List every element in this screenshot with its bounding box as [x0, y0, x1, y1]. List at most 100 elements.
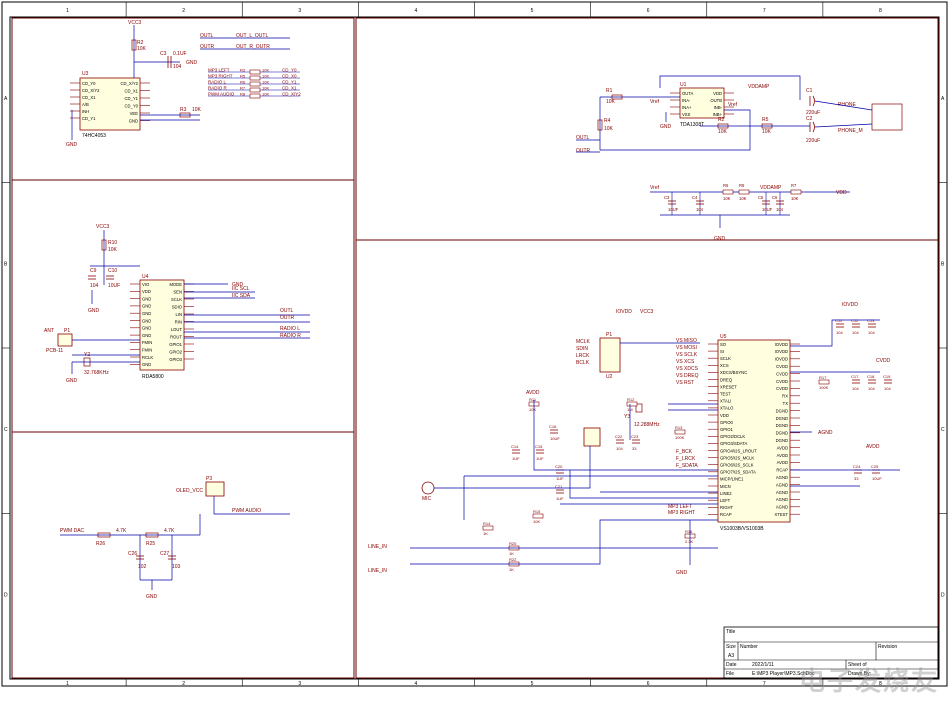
- column-marker: 7: [763, 681, 766, 687]
- codec-mp3-left: MP3 LEFT: [668, 504, 692, 510]
- codec-crystal-val: 12.288MHz: [634, 422, 660, 428]
- tb-date-label: Date: [726, 662, 737, 668]
- codec-cap-name: C25: [871, 464, 879, 469]
- amp-pin-label: VSS: [682, 112, 691, 117]
- amp-jack: [871, 103, 903, 131]
- amp-pin-label: OUTA: [682, 91, 694, 96]
- amp-r4-val: 10K: [604, 126, 614, 132]
- codec-u2: U2: [606, 374, 613, 380]
- radio-c2-val: 10UF: [108, 283, 120, 289]
- amp-r5-name: R5: [762, 117, 769, 123]
- mux-res-val: 10K: [262, 74, 269, 79]
- amp-gnd: GND: [660, 124, 672, 130]
- ic-pin-label: GND: [129, 118, 138, 123]
- ic-pin-label: GND: [142, 311, 151, 316]
- ic-pin-label: DGND: [776, 438, 788, 443]
- vref-part-val: 10K: [723, 196, 731, 201]
- ic-pin-label: DGND: [776, 431, 788, 436]
- codec-cap-name: C12: [851, 318, 859, 323]
- codec-cap-val: 104: [852, 330, 859, 335]
- codec-cap-val: 104: [884, 386, 891, 391]
- codec-avdd2: AVDD: [526, 390, 540, 396]
- ic-pin-label: VDD: [720, 413, 729, 418]
- codec-i2s-2: F_SDATA: [676, 463, 698, 469]
- amp-c2-val: 220uF: [806, 138, 820, 144]
- radio-iic-sda: IIC SDA: [232, 293, 251, 299]
- column-marker: 8: [879, 8, 882, 14]
- ic-pin-label: LIN: [175, 312, 182, 317]
- mux-res-left-net: PWM AUDIO: [208, 92, 235, 97]
- vref-gnd: GND: [714, 236, 726, 242]
- vref-resistor: [790, 189, 802, 195]
- codec-right-pins: IOVDDIOVDDIOVDDCVDDCVDDCVDDCVDDRXTXDGNDD…: [775, 342, 800, 517]
- ic-pin-label: GND: [142, 296, 151, 301]
- tb-size-value: A3: [728, 653, 734, 659]
- vref-part-val: 10UF: [668, 207, 679, 212]
- codec-sdin: SDIN: [576, 346, 588, 352]
- amp-outl: OUTL: [576, 135, 590, 141]
- ic-pin-label: GPIO7/I2S_SDATA: [720, 470, 756, 475]
- codec-gnd: GND: [676, 570, 688, 576]
- codec-resistor: [674, 429, 686, 435]
- codec-line-in-2: LINE_IN: [368, 568, 387, 574]
- ic-pin-label: CD_Y0: [125, 103, 139, 108]
- pwm-c2-val: 103: [172, 564, 181, 570]
- vs-xdcs: VS XDCS: [676, 366, 699, 372]
- tb-size-label: Size: [726, 644, 736, 650]
- codec-cap-name: C24: [853, 464, 861, 469]
- vref-resistor: [738, 189, 750, 195]
- pwm-conn-name: P3: [206, 476, 212, 482]
- ic-pin-label: CD_Y0: [82, 81, 96, 86]
- radio-outr: OUTR: [280, 315, 295, 321]
- amp-outr: OUTR: [576, 148, 591, 154]
- radio-gnd-2: GND: [66, 378, 78, 384]
- column-marker: 1: [66, 8, 69, 14]
- ic-pin-label: AGND: [776, 505, 788, 510]
- ic-pin-label: MICP/LINE1: [720, 477, 744, 482]
- codec-crystal-name: Y3: [624, 414, 630, 420]
- radio-c1: C9: [90, 268, 97, 274]
- mux-ic: [79, 77, 141, 131]
- ic-pin-label: AVDD: [777, 445, 788, 450]
- amp-jack2-label: PHONE_M: [838, 128, 863, 134]
- column-marker: 6: [647, 681, 650, 687]
- radio-gnd: GND: [88, 308, 100, 314]
- codec-bclk: BCLK: [576, 360, 590, 366]
- codec-res-val: 1K: [483, 531, 488, 536]
- ic-pin-label: CD_X1: [82, 95, 96, 100]
- amp-vddamp: VDDAMP: [748, 84, 770, 90]
- radio-ic: [139, 279, 185, 371]
- codec-mic: MIC: [422, 496, 432, 502]
- mux-c1-val: 0.1UF: [173, 51, 187, 57]
- radio-right-pins: MODESENSCLKSDIOLINRINLOUTROUTGPIO1GPIO2G…: [169, 282, 194, 362]
- ic-pin-label: FMIN: [142, 348, 152, 353]
- amp-refdes: U1: [680, 82, 687, 88]
- ic-pin-label: GPIO5/I2S_MCLK: [720, 455, 754, 460]
- pwm-conn: [205, 481, 225, 497]
- amp-r2-name: R2: [718, 117, 725, 123]
- codec-res-name: R20: [509, 541, 517, 546]
- codec-avdd: AVDD: [866, 444, 880, 450]
- ic-pin-label: GPIO1: [720, 427, 733, 432]
- radio-gnd-3: GND: [232, 282, 244, 288]
- pwm-r2: [145, 532, 159, 538]
- codec-cap-val: 33: [632, 446, 637, 451]
- radio-c1-val: 104: [90, 283, 99, 289]
- ic-pin-label: CD_Y1: [82, 116, 96, 121]
- codec-cap-name: C14: [511, 444, 519, 449]
- mux-res-name: R3: [240, 68, 246, 73]
- row-marker: C: [4, 427, 8, 433]
- vref-vdd: VDD: [836, 190, 847, 196]
- ic-pin-label: RCLK: [142, 355, 153, 360]
- vref-label: Vref: [650, 185, 660, 191]
- vs-mosi: VS MOSI: [676, 345, 697, 351]
- vref-part-name: R7: [791, 183, 797, 188]
- ic-pin-label: GPIO3: [169, 357, 182, 362]
- amp-c1: C1: [806, 88, 813, 94]
- pwm-out: PWM AUDIO: [232, 508, 261, 514]
- radio-refdes: U4: [142, 274, 149, 280]
- codec-resistor: [532, 513, 544, 519]
- mux-c1: C3: [160, 51, 167, 57]
